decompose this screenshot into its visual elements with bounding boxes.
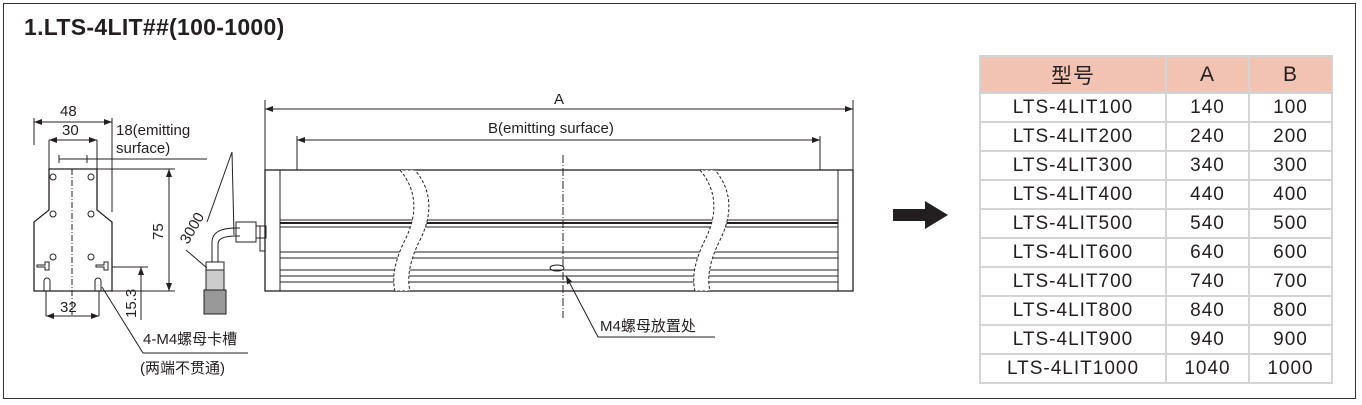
header-a: A bbox=[1165, 55, 1250, 94]
slot-note: 4-M4螺母卡槽 bbox=[143, 331, 237, 348]
cell-b: 700 bbox=[1248, 266, 1333, 297]
cell-a: 640 bbox=[1165, 237, 1250, 268]
nut-note: M4螺母放置处 bbox=[600, 318, 696, 335]
dim-32: 32 bbox=[60, 299, 77, 316]
cell-model: LTS-4LIT100 bbox=[979, 92, 1167, 123]
cell-a: 140 bbox=[1165, 92, 1250, 123]
cell-b: 900 bbox=[1248, 324, 1333, 355]
table-header: 型号 A B bbox=[979, 55, 1333, 94]
drawing-frame bbox=[3, 3, 1356, 399]
cell-a: 840 bbox=[1165, 295, 1250, 326]
cell-b: 800 bbox=[1248, 295, 1333, 326]
cable-length: 3000 bbox=[177, 210, 208, 247]
profile-labels: 48 30 18(emitting surface) 75 15.3 32 30… bbox=[60, 103, 237, 377]
cell-b: 400 bbox=[1248, 179, 1333, 210]
bar-labels: A B(emitting surface) M4螺母放置处 bbox=[488, 91, 696, 335]
header-b: B bbox=[1248, 55, 1333, 94]
cell-a: 940 bbox=[1165, 324, 1250, 355]
cell-a: 440 bbox=[1165, 179, 1250, 210]
profile-view bbox=[33, 118, 267, 354]
cell-model: LTS-4LIT900 bbox=[979, 324, 1167, 355]
page-title: 1.LTS-4LIT##(100-1000) bbox=[24, 14, 285, 40]
cell-model: LTS-4LIT600 bbox=[979, 237, 1167, 268]
bar-view bbox=[259, 100, 854, 338]
cell-b: 300 bbox=[1248, 150, 1333, 181]
cell-model: LTS-4LIT500 bbox=[979, 208, 1167, 239]
cell-a: 240 bbox=[1165, 121, 1250, 152]
cell-model: LTS-4LIT400 bbox=[979, 179, 1167, 210]
cell-a: 540 bbox=[1165, 208, 1250, 239]
dim-30: 30 bbox=[62, 122, 79, 139]
header-model: 型号 bbox=[979, 55, 1167, 94]
cell-model: LTS-4LIT800 bbox=[979, 295, 1167, 326]
cell-b: 100 bbox=[1248, 92, 1333, 123]
cell-b: 1000 bbox=[1248, 353, 1333, 384]
cell-model: LTS-4LIT300 bbox=[979, 150, 1167, 181]
right-arrow-icon bbox=[893, 201, 948, 229]
cell-b: 200 bbox=[1248, 121, 1333, 152]
dim-b: B(emitting surface) bbox=[488, 120, 614, 137]
cell-model: LTS-4LIT200 bbox=[979, 121, 1167, 152]
cell-b: 600 bbox=[1248, 237, 1333, 268]
cell-model: LTS-4LIT700 bbox=[979, 266, 1167, 297]
cell-a: 340 bbox=[1165, 150, 1250, 181]
slot-note-2: (两端不贯通) bbox=[140, 360, 225, 377]
dim-15-3: 15.3 bbox=[123, 289, 140, 318]
dim-18: 18(emitting bbox=[116, 122, 190, 139]
cell-a: 740 bbox=[1165, 266, 1250, 297]
dim-75: 75 bbox=[150, 223, 167, 240]
cell-model: LTS-4LIT1000 bbox=[979, 353, 1167, 384]
cell-b: 500 bbox=[1248, 208, 1333, 239]
dim-48: 48 bbox=[60, 103, 77, 120]
dim-18-2: surface) bbox=[116, 140, 170, 157]
dim-a: A bbox=[554, 91, 564, 108]
cell-a: 1040 bbox=[1165, 353, 1250, 384]
